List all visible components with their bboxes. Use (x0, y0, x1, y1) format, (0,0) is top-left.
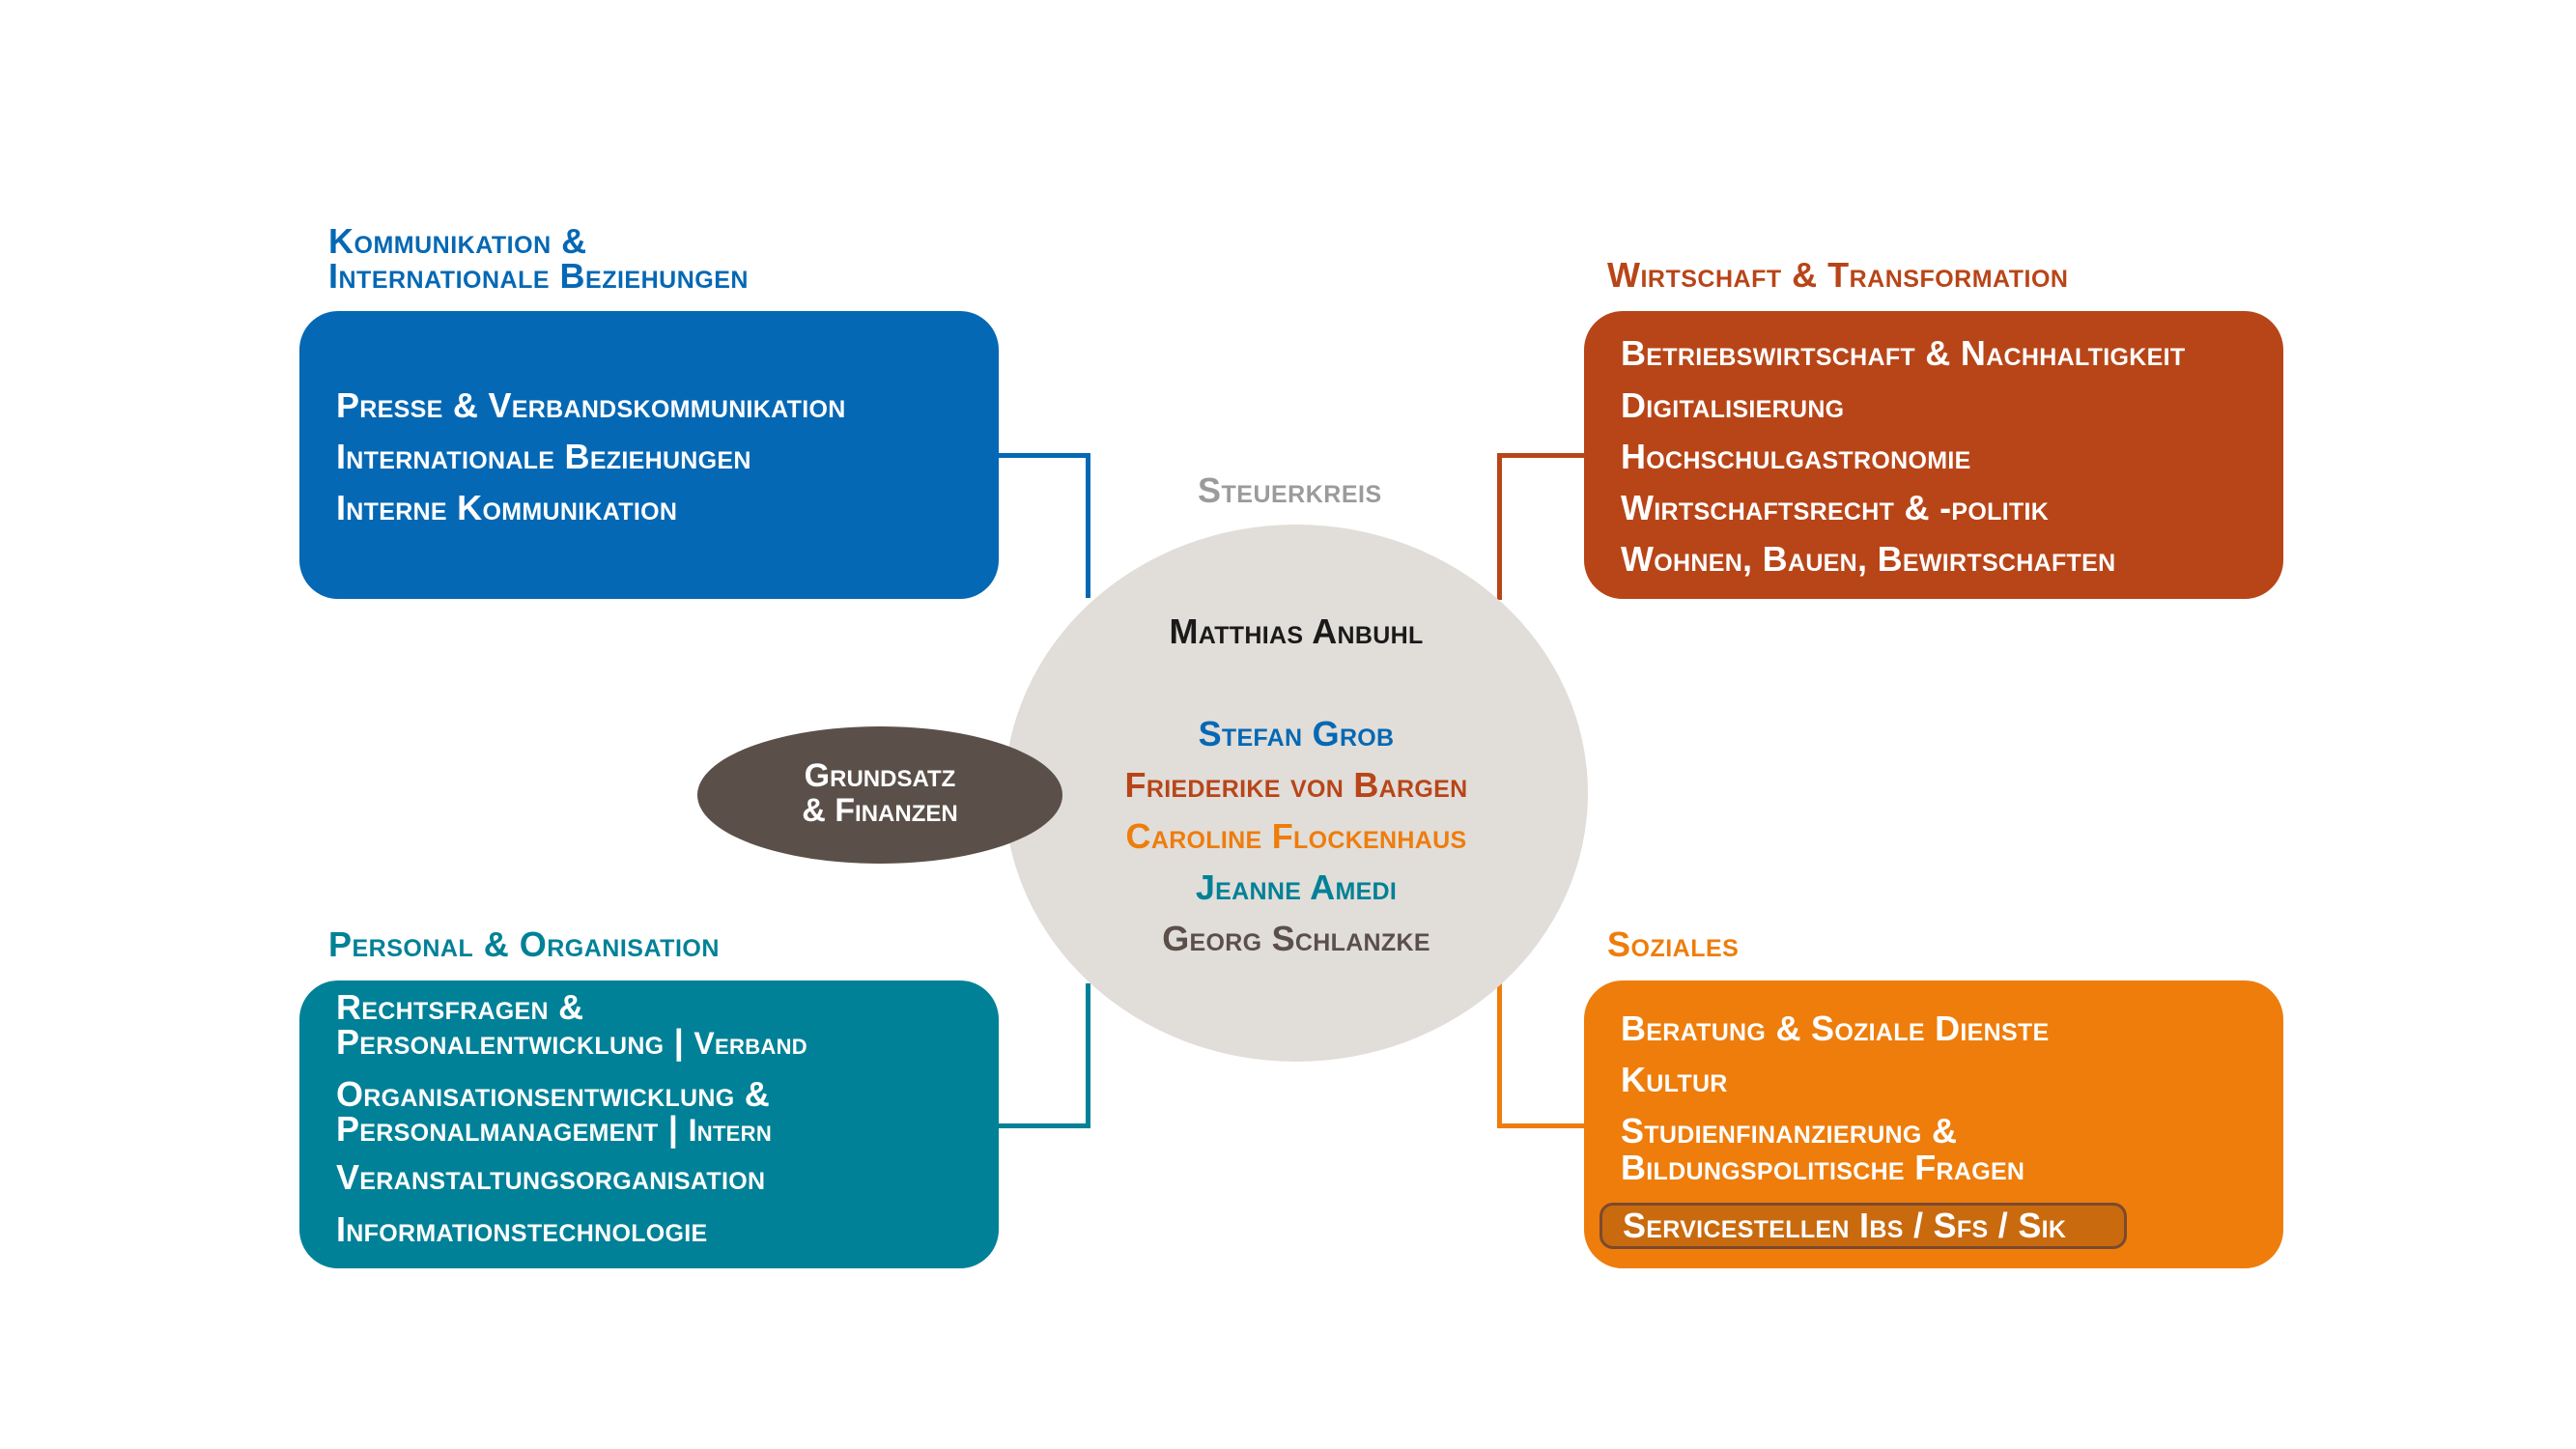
item-soziales-2: Studienfinanzierung & (1621, 1111, 1958, 1151)
item-soziales-3: Bildungspolitische Fragen (1621, 1148, 2025, 1187)
item-personal-0-line2-wrap: Personalentwicklung | Verband (336, 1022, 807, 1062)
item-wirtschaft-1: Digitalisierung (1621, 385, 1845, 425)
item-kommunikation-1: Internationale Beziehungen (336, 437, 751, 476)
item-wirtschaft-3: Wirtschaftsrecht & -politik (1621, 488, 2050, 527)
grundsatz-finanzen-ellipse: Grundsatz & Finanzen (697, 726, 1062, 864)
item-kommunikation-2: Interne Kommunikation (336, 488, 678, 527)
item-personal-3: Informationstechnologie (336, 1209, 708, 1249)
box-wirtschaft: Betriebswirtschaft & Nachhaltigkeit Digi… (1584, 311, 2283, 599)
steuerkreis-member-2: Caroline Flockenhaus (1125, 816, 1467, 856)
item-wirtschaft-4: Wohnen, Bauen, Bewirtschaften (1621, 539, 2116, 579)
connector-wirtschaft-vertical (1497, 453, 1502, 600)
steuerkreis-member-1: Friederike von Bargen (1124, 765, 1468, 805)
steuerkreis-label: Steuerkreis (1198, 470, 1382, 510)
connector-soziales (1497, 1123, 1589, 1128)
heading-wirtschaft: Wirtschaft & Transformation (1607, 255, 2069, 295)
item-personal-0: Rechtsfragen & Personalentwicklung | Ver… (336, 987, 807, 1062)
connector-soziales-vertical (1497, 983, 1502, 1128)
connector-personal-vertical (1086, 983, 1090, 1128)
item-personal-1-line2-wrap: Personalmanagement | Intern (336, 1109, 773, 1149)
grundsatz-line1: Grundsatz (804, 757, 956, 794)
item-wirtschaft-0: Betriebswirtschaft & Nachhaltigkeit (1621, 333, 2186, 373)
connector-kommunikation-vertical (1086, 453, 1090, 598)
item-personal-1-line1: Organisationsentwicklung & (336, 1074, 771, 1114)
item-soziales-1: Kultur (1621, 1060, 1728, 1099)
heading-soziales: Soziales (1607, 924, 1740, 964)
item-kommunikation-0: Presse & Verbandskommunikation (336, 385, 846, 425)
item-wirtschaft-2: Hochschulgastronomie (1621, 437, 1971, 476)
heading-personal: Personal & Organisation (328, 924, 720, 964)
item-personal-1-suffix: Intern (688, 1113, 773, 1148)
item-personal-2: Veranstaltungsorganisation (336, 1157, 766, 1197)
item-personal-0-line2: Personalentwicklung | (336, 1022, 694, 1062)
item-personal-1: Organisationsentwicklung & Personalmanag… (336, 1074, 773, 1149)
grundsatz-line2: & Finanzen (802, 792, 958, 829)
connector-personal (999, 1123, 1090, 1128)
servicestellen-highlight (1599, 1203, 2127, 1249)
heading-kommunikation-line2: Internationale Beziehungen (328, 256, 749, 296)
steuerkreis-member-3: Jeanne Amedi (1195, 867, 1398, 907)
steuerkreis-member-4: Georg Schlanzke (1162, 919, 1430, 958)
box-kommunikation: Presse & Verbandskommunikation Internati… (299, 311, 999, 599)
connector-kommunikation (999, 453, 1090, 458)
item-soziales-servicestellen: Servicestellen Ibs / Sfs / Sik (1623, 1206, 2067, 1245)
box-soziales: Beratung & Soziale Dienste Kultur Studie… (1584, 980, 2283, 1268)
box-personal: Rechtsfragen & Personalentwicklung | Ver… (299, 980, 999, 1268)
item-personal-0-line1: Rechtsfragen & (336, 987, 584, 1027)
heading-kommunikation-line1: Kommunikation & (328, 221, 587, 261)
item-personal-1-line2: Personalmanagement | (336, 1109, 689, 1149)
steuerkreis-circle: Matthias Anbuhl Stefan Grob Friederike v… (1005, 525, 1588, 1062)
item-soziales-0: Beratung & Soziale Dienste (1621, 1009, 2050, 1048)
steuerkreis-member-0: Stefan Grob (1198, 714, 1395, 753)
steuerkreis-lead: Matthias Anbuhl (1169, 611, 1424, 651)
heading-kommunikation: Kommunikation & Internationale Beziehung… (328, 224, 749, 294)
item-personal-0-suffix: Verband (694, 1026, 807, 1061)
connector-wirtschaft (1497, 453, 1589, 458)
